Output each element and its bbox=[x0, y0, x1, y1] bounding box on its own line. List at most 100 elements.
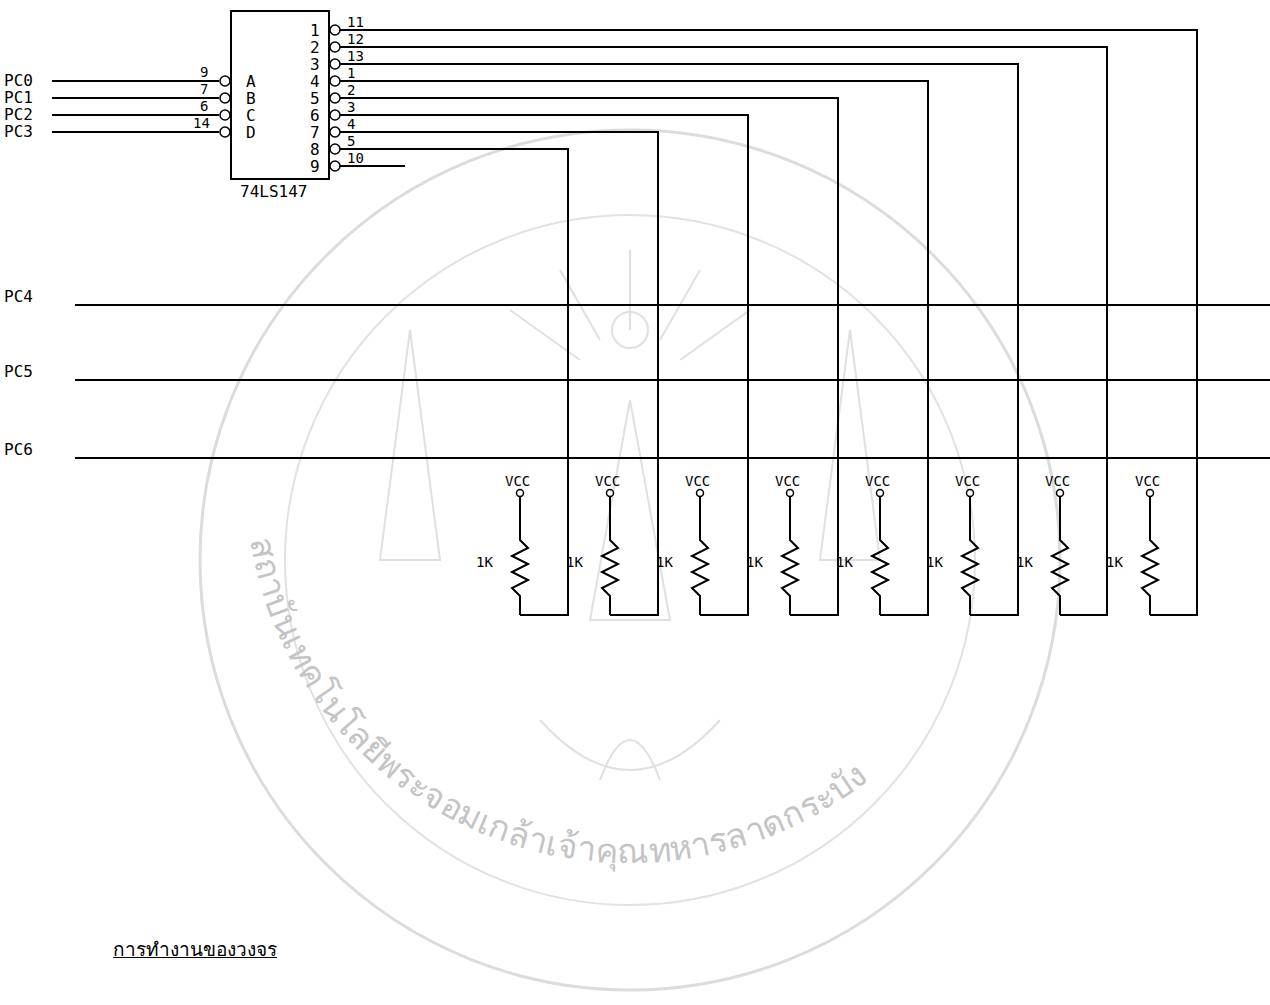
vcc-terminal bbox=[877, 490, 884, 497]
inverter-bubble bbox=[330, 42, 340, 52]
resistor-symbol bbox=[512, 497, 528, 615]
vcc-terminal bbox=[1147, 490, 1154, 497]
inverter-bubble bbox=[330, 93, 340, 103]
inverter-bubble bbox=[330, 59, 340, 69]
supply-label: VCC bbox=[595, 474, 620, 488]
pin-name: D bbox=[246, 125, 256, 141]
vcc-terminal bbox=[1057, 490, 1064, 497]
watermark-ring bbox=[285, 215, 975, 905]
pin-number: 3 bbox=[347, 100, 355, 114]
pin-name: 6 bbox=[310, 108, 320, 124]
inverter-bubble bbox=[330, 25, 340, 35]
inverter-bubble bbox=[330, 76, 340, 86]
pin-name: 2 bbox=[310, 40, 320, 56]
port-line bbox=[75, 379, 1270, 381]
pin-name: 3 bbox=[310, 57, 320, 73]
inverter-bubble bbox=[330, 127, 340, 137]
pin-number: 5 bbox=[347, 134, 355, 148]
pin-name: C bbox=[246, 108, 256, 124]
inverter-bubble bbox=[220, 93, 230, 103]
pin-name: 7 bbox=[310, 125, 320, 141]
inverter-bubble bbox=[220, 110, 230, 120]
pin-number: 6 bbox=[200, 99, 208, 113]
output-wire bbox=[340, 64, 1018, 615]
inverter-bubble bbox=[330, 110, 340, 120]
pin-number: 13 bbox=[347, 49, 364, 63]
pin-name: 9 bbox=[310, 159, 320, 175]
pin-name: 4 bbox=[310, 74, 320, 90]
input-wire bbox=[52, 131, 219, 133]
pin-number: 7 bbox=[200, 82, 208, 96]
supply-label: VCC bbox=[685, 474, 710, 488]
resistor-symbol bbox=[1142, 497, 1158, 615]
signal-name: PC0 bbox=[4, 73, 33, 89]
output-wire bbox=[340, 30, 1197, 615]
signal-name: PC3 bbox=[4, 124, 33, 140]
signal-name: PC4 bbox=[4, 289, 33, 305]
section-heading: การทำงานของวงจร bbox=[113, 940, 277, 959]
resistor-value: 1K bbox=[1106, 555, 1123, 569]
supply-label: VCC bbox=[1135, 474, 1160, 488]
pin-name: 8 bbox=[310, 142, 320, 158]
resistor-value: 1K bbox=[836, 555, 853, 569]
resistor-value: 1K bbox=[1016, 555, 1033, 569]
vcc-terminal bbox=[967, 490, 974, 497]
inverter-bubble bbox=[330, 161, 340, 171]
pin-number: 4 bbox=[347, 117, 355, 131]
output-wire bbox=[340, 47, 1107, 615]
supply-label: VCC bbox=[955, 474, 980, 488]
input-wire bbox=[52, 80, 219, 82]
watermark-emblem bbox=[380, 250, 880, 780]
output-wire bbox=[340, 149, 568, 615]
resistor-symbol bbox=[962, 497, 978, 615]
output-wire bbox=[340, 81, 928, 615]
vcc-terminal bbox=[607, 490, 614, 497]
resistor-symbol bbox=[602, 497, 618, 615]
resistor-value: 1K bbox=[656, 555, 673, 569]
vcc-terminal bbox=[697, 490, 704, 497]
ic-chip: 123456789ABCD74LS147 bbox=[230, 10, 330, 180]
signal-name: PC1 bbox=[4, 90, 33, 106]
signal-name: PC5 bbox=[4, 364, 33, 380]
input-wire bbox=[52, 97, 219, 99]
supply-label: VCC bbox=[775, 474, 800, 488]
inverter-bubble bbox=[220, 76, 230, 86]
watermark-text: สถาบันเทคโนโลยีพระจอมเกล้าเจ้าคุณทหารลาด… bbox=[242, 534, 875, 872]
signal-name: PC6 bbox=[4, 442, 33, 458]
supply-label: VCC bbox=[505, 474, 530, 488]
pin-number: 10 bbox=[347, 151, 364, 165]
pin-number: 1 bbox=[347, 66, 355, 80]
resistor-value: 1K bbox=[566, 555, 583, 569]
resistor-value: 1K bbox=[926, 555, 943, 569]
pin-number: 12 bbox=[347, 32, 364, 46]
pin-name: A bbox=[246, 74, 256, 90]
watermark-ring bbox=[200, 130, 1060, 990]
output-wire bbox=[340, 165, 405, 167]
supply-label: VCC bbox=[1045, 474, 1070, 488]
pin-number: 2 bbox=[347, 83, 355, 97]
inverter-bubble bbox=[220, 127, 230, 137]
resistor-symbol bbox=[1052, 497, 1068, 615]
port-line bbox=[75, 457, 1270, 459]
pin-number: 9 bbox=[200, 65, 208, 79]
resistor-symbol bbox=[782, 497, 798, 615]
pin-number: 14 bbox=[193, 116, 210, 130]
pin-name: 1 bbox=[310, 23, 320, 39]
inverter-bubble bbox=[330, 144, 340, 154]
resistor-value: 1K bbox=[476, 555, 493, 569]
vcc-terminal bbox=[787, 490, 794, 497]
port-line bbox=[75, 304, 1270, 306]
signal-name: PC2 bbox=[4, 107, 33, 123]
output-wire bbox=[340, 98, 838, 615]
output-wire bbox=[340, 115, 748, 615]
resistor-value: 1K bbox=[746, 555, 763, 569]
vcc-terminal bbox=[517, 490, 524, 497]
pin-name: B bbox=[246, 91, 256, 107]
resistor-symbol bbox=[692, 497, 708, 615]
output-wire bbox=[340, 132, 658, 615]
resistor-symbol bbox=[872, 497, 888, 615]
chip-name: 74LS147 bbox=[240, 184, 307, 200]
pin-number: 11 bbox=[347, 15, 364, 29]
